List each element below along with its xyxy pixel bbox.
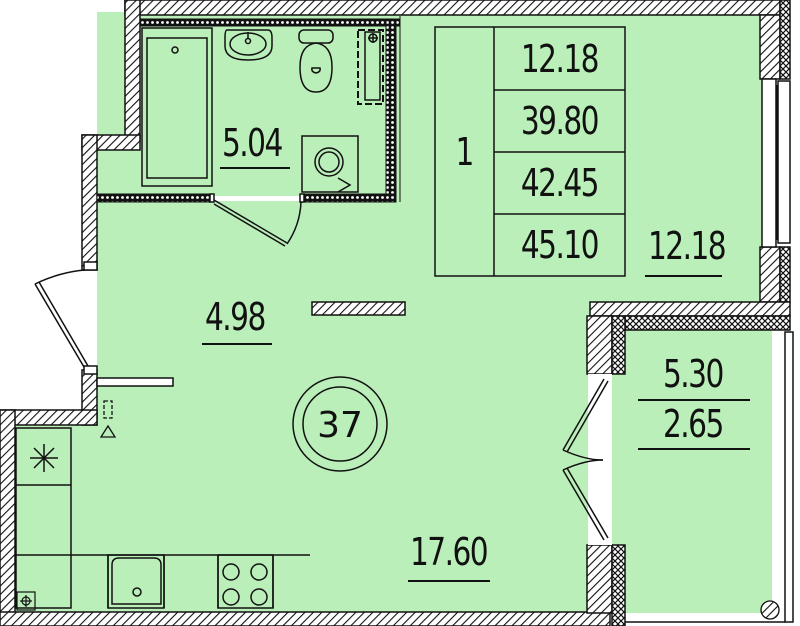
summary-total-area-with-balcony: 45.10	[520, 223, 600, 267]
toilet-icon	[298, 29, 334, 93]
balcony-area-label: 5.30	[663, 352, 724, 396]
refrigerator-icon	[30, 444, 58, 472]
living-kitchen-area-underline	[408, 580, 490, 582]
washing-machine-icon	[301, 135, 359, 193]
riser-icon	[357, 29, 384, 105]
rooms-count: 1	[455, 129, 475, 174]
summary-total-area-reduced: 39.80	[520, 99, 600, 143]
wall-stub	[96, 377, 174, 387]
apartment-number: 37	[317, 405, 363, 446]
bathroom-area-underline	[220, 167, 290, 169]
balcony-glazing	[625, 331, 794, 623]
balcony-area-divider	[638, 399, 750, 401]
entrance-door[interactable]	[34, 261, 98, 375]
partition-wall	[311, 301, 406, 316]
hallway-area-label: 4.98	[205, 295, 266, 339]
summary-living-area: 12.18	[520, 36, 600, 81]
bathroom-area-label: 5.04	[222, 121, 283, 165]
bedroom-area-underline	[645, 275, 722, 277]
stove-icon	[217, 554, 274, 609]
gas-meter-icon	[16, 591, 36, 611]
bedroom-window	[761, 78, 791, 248]
balcony-reduced-area-label: 2.65	[663, 402, 724, 446]
hallway-area-underline	[202, 343, 272, 345]
balcony-reduced-area-underline	[638, 448, 750, 450]
bathroom-walls	[96, 16, 401, 203]
sink-icon	[224, 29, 273, 61]
balcony-door[interactable]	[562, 374, 612, 545]
ventilation-icon	[99, 400, 117, 438]
apartment-number-badge	[292, 376, 388, 472]
floor-fill	[14, 12, 772, 615]
living-kitchen-area-label: 17.60	[410, 530, 489, 574]
bathtub-icon	[141, 27, 213, 187]
kitchen-sink-icon	[107, 554, 165, 609]
bathroom-door[interactable]	[209, 193, 305, 247]
drain-icon	[760, 600, 780, 620]
summary-table	[434, 26, 626, 277]
bedroom-area-label: 12.18	[648, 224, 727, 268]
summary-total-area: 42.45	[520, 161, 600, 205]
